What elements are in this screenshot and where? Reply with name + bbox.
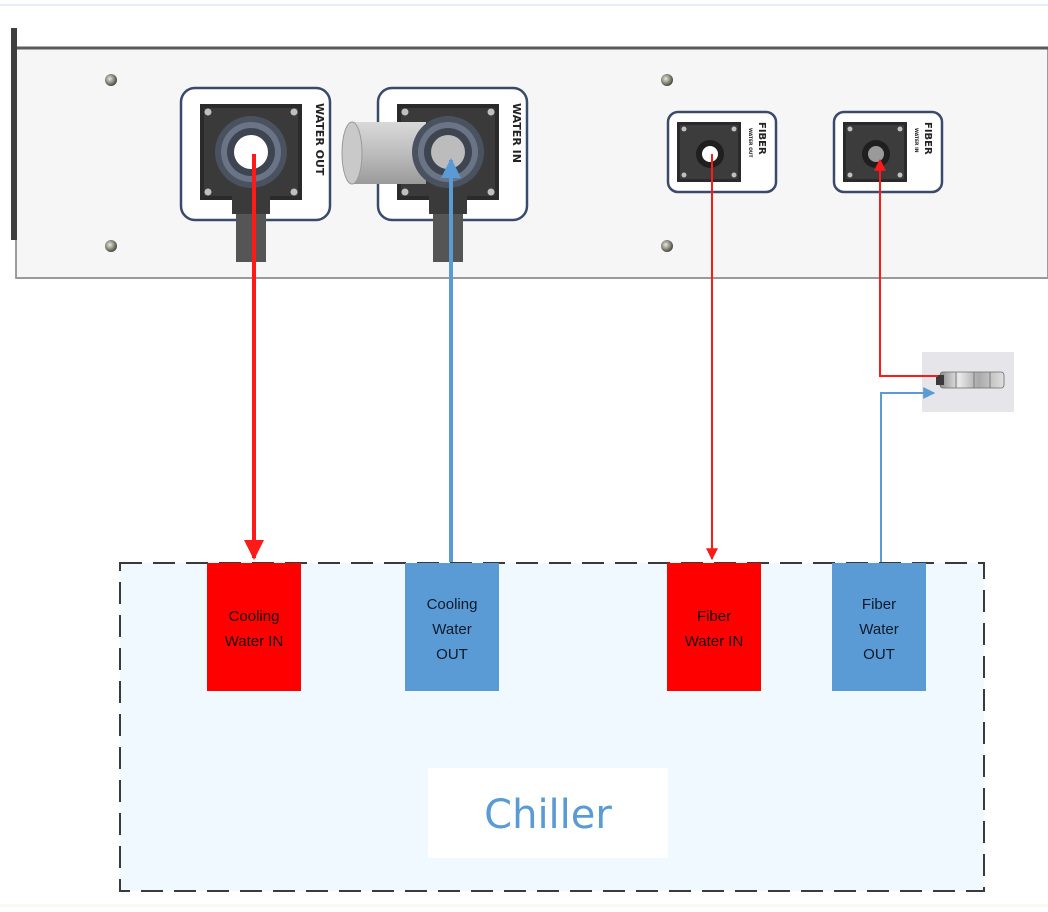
screw-icon (105, 240, 117, 252)
fiber-out-sublabel: WATER OUT (747, 128, 753, 159)
water-out-label: WATER OUT (313, 103, 326, 176)
inline-connector-icon (922, 352, 1014, 412)
chiller-box-fiber-water-in: Fiber Water IN (667, 563, 761, 691)
water-out-port: WATER OUT (179, 86, 332, 262)
screw-icon (661, 240, 673, 252)
arrow-fiber-water-out-to-connector (880, 387, 936, 562)
bottom-rule (0, 904, 1048, 907)
fiber-in-sublabel: WATER IN (913, 128, 919, 153)
box-line: Water IN (225, 633, 284, 650)
screw-icon (661, 74, 673, 86)
fiber-water-in-port: FIBER WATER IN (832, 110, 944, 194)
fiber-water-out-port: FIBER WATER OUT (666, 110, 778, 194)
box-line: Water IN (685, 633, 744, 650)
box-line: Fiber (862, 596, 896, 613)
arrow-connector-to-fiber-in-port (874, 158, 938, 377)
screw-icon (105, 74, 117, 86)
top-rule (0, 4, 1048, 6)
water-in-port: WATER IN (341, 86, 529, 262)
box-line: OUT (863, 646, 895, 663)
chiller-label: Chiller (484, 792, 612, 838)
fiber-in-label: FIBER (922, 122, 933, 155)
chiller-box-cooling-water-in: Cooling Water IN (207, 563, 301, 691)
chiller-box-fiber-water-out: Fiber Water OUT (832, 563, 926, 691)
water-in-label: WATER IN (510, 103, 523, 163)
box-line: Fiber (697, 608, 731, 625)
box-line: Cooling (229, 608, 280, 625)
box-line: Water (859, 621, 898, 638)
chiller-box-cooling-water-out: Cooling Water OUT (405, 563, 499, 691)
box-line: OUT (436, 646, 468, 663)
fiber-out-label: FIBER (756, 122, 767, 155)
box-line: Water (432, 621, 471, 638)
box-line: Cooling (427, 596, 478, 613)
